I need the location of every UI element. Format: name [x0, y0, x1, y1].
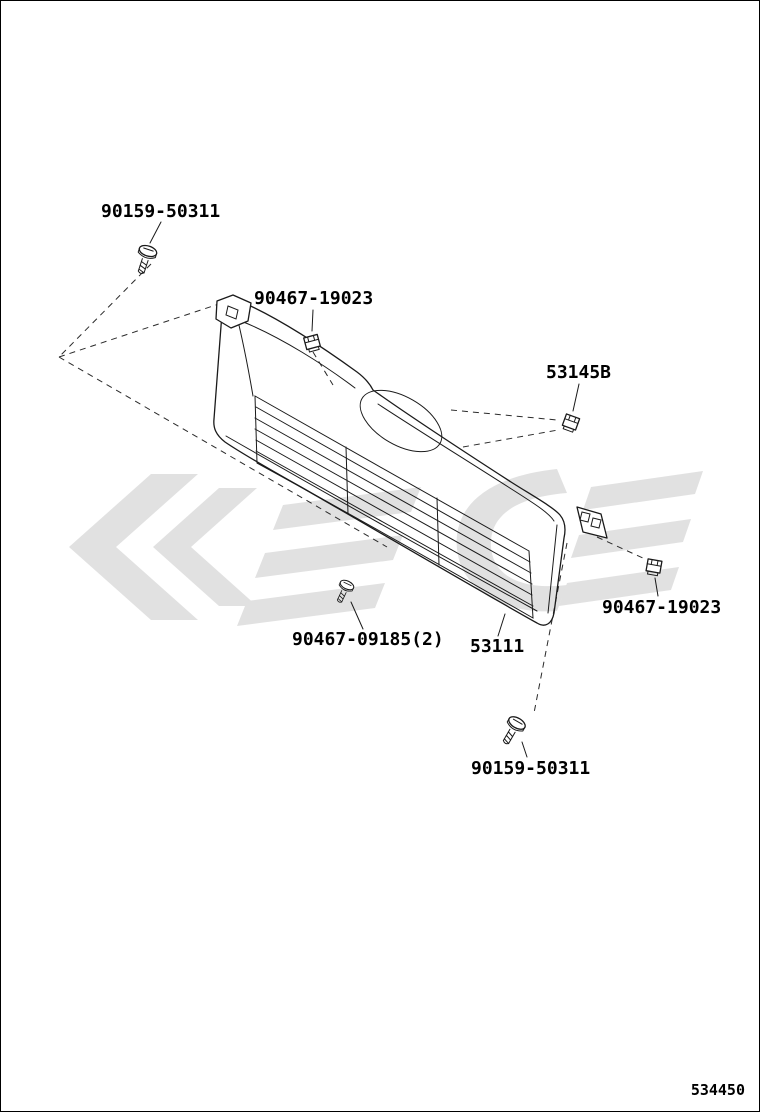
part-label-53111: 53111 [470, 636, 525, 657]
grille-drawing [213, 294, 608, 626]
part-label-90467-19023-right: 90467-19023 [602, 597, 722, 618]
dashed-leader-lines [58, 263, 646, 714]
figure-code: 534450 [690, 1081, 745, 1099]
screw-icon-bottom [496, 713, 528, 749]
left-bracket [215, 294, 252, 329]
clip-icon-top [303, 333, 322, 354]
part-label-90159-50311-top: 90159-50311 [101, 201, 221, 222]
clip-icon-53145B [560, 413, 581, 434]
part-label-90467-19023-top: 90467-19023 [254, 288, 374, 309]
screw-icon-top [131, 242, 159, 277]
watermark-logo [69, 469, 703, 626]
label-leader-lines [149, 221, 659, 758]
part-label-90159-50311-bottom: 90159-50311 [471, 758, 591, 779]
right-bracket [576, 506, 608, 539]
part-label-53145B: 53145B [546, 362, 612, 383]
part-label-90467-09185: 90467-09185(2) [292, 629, 444, 650]
